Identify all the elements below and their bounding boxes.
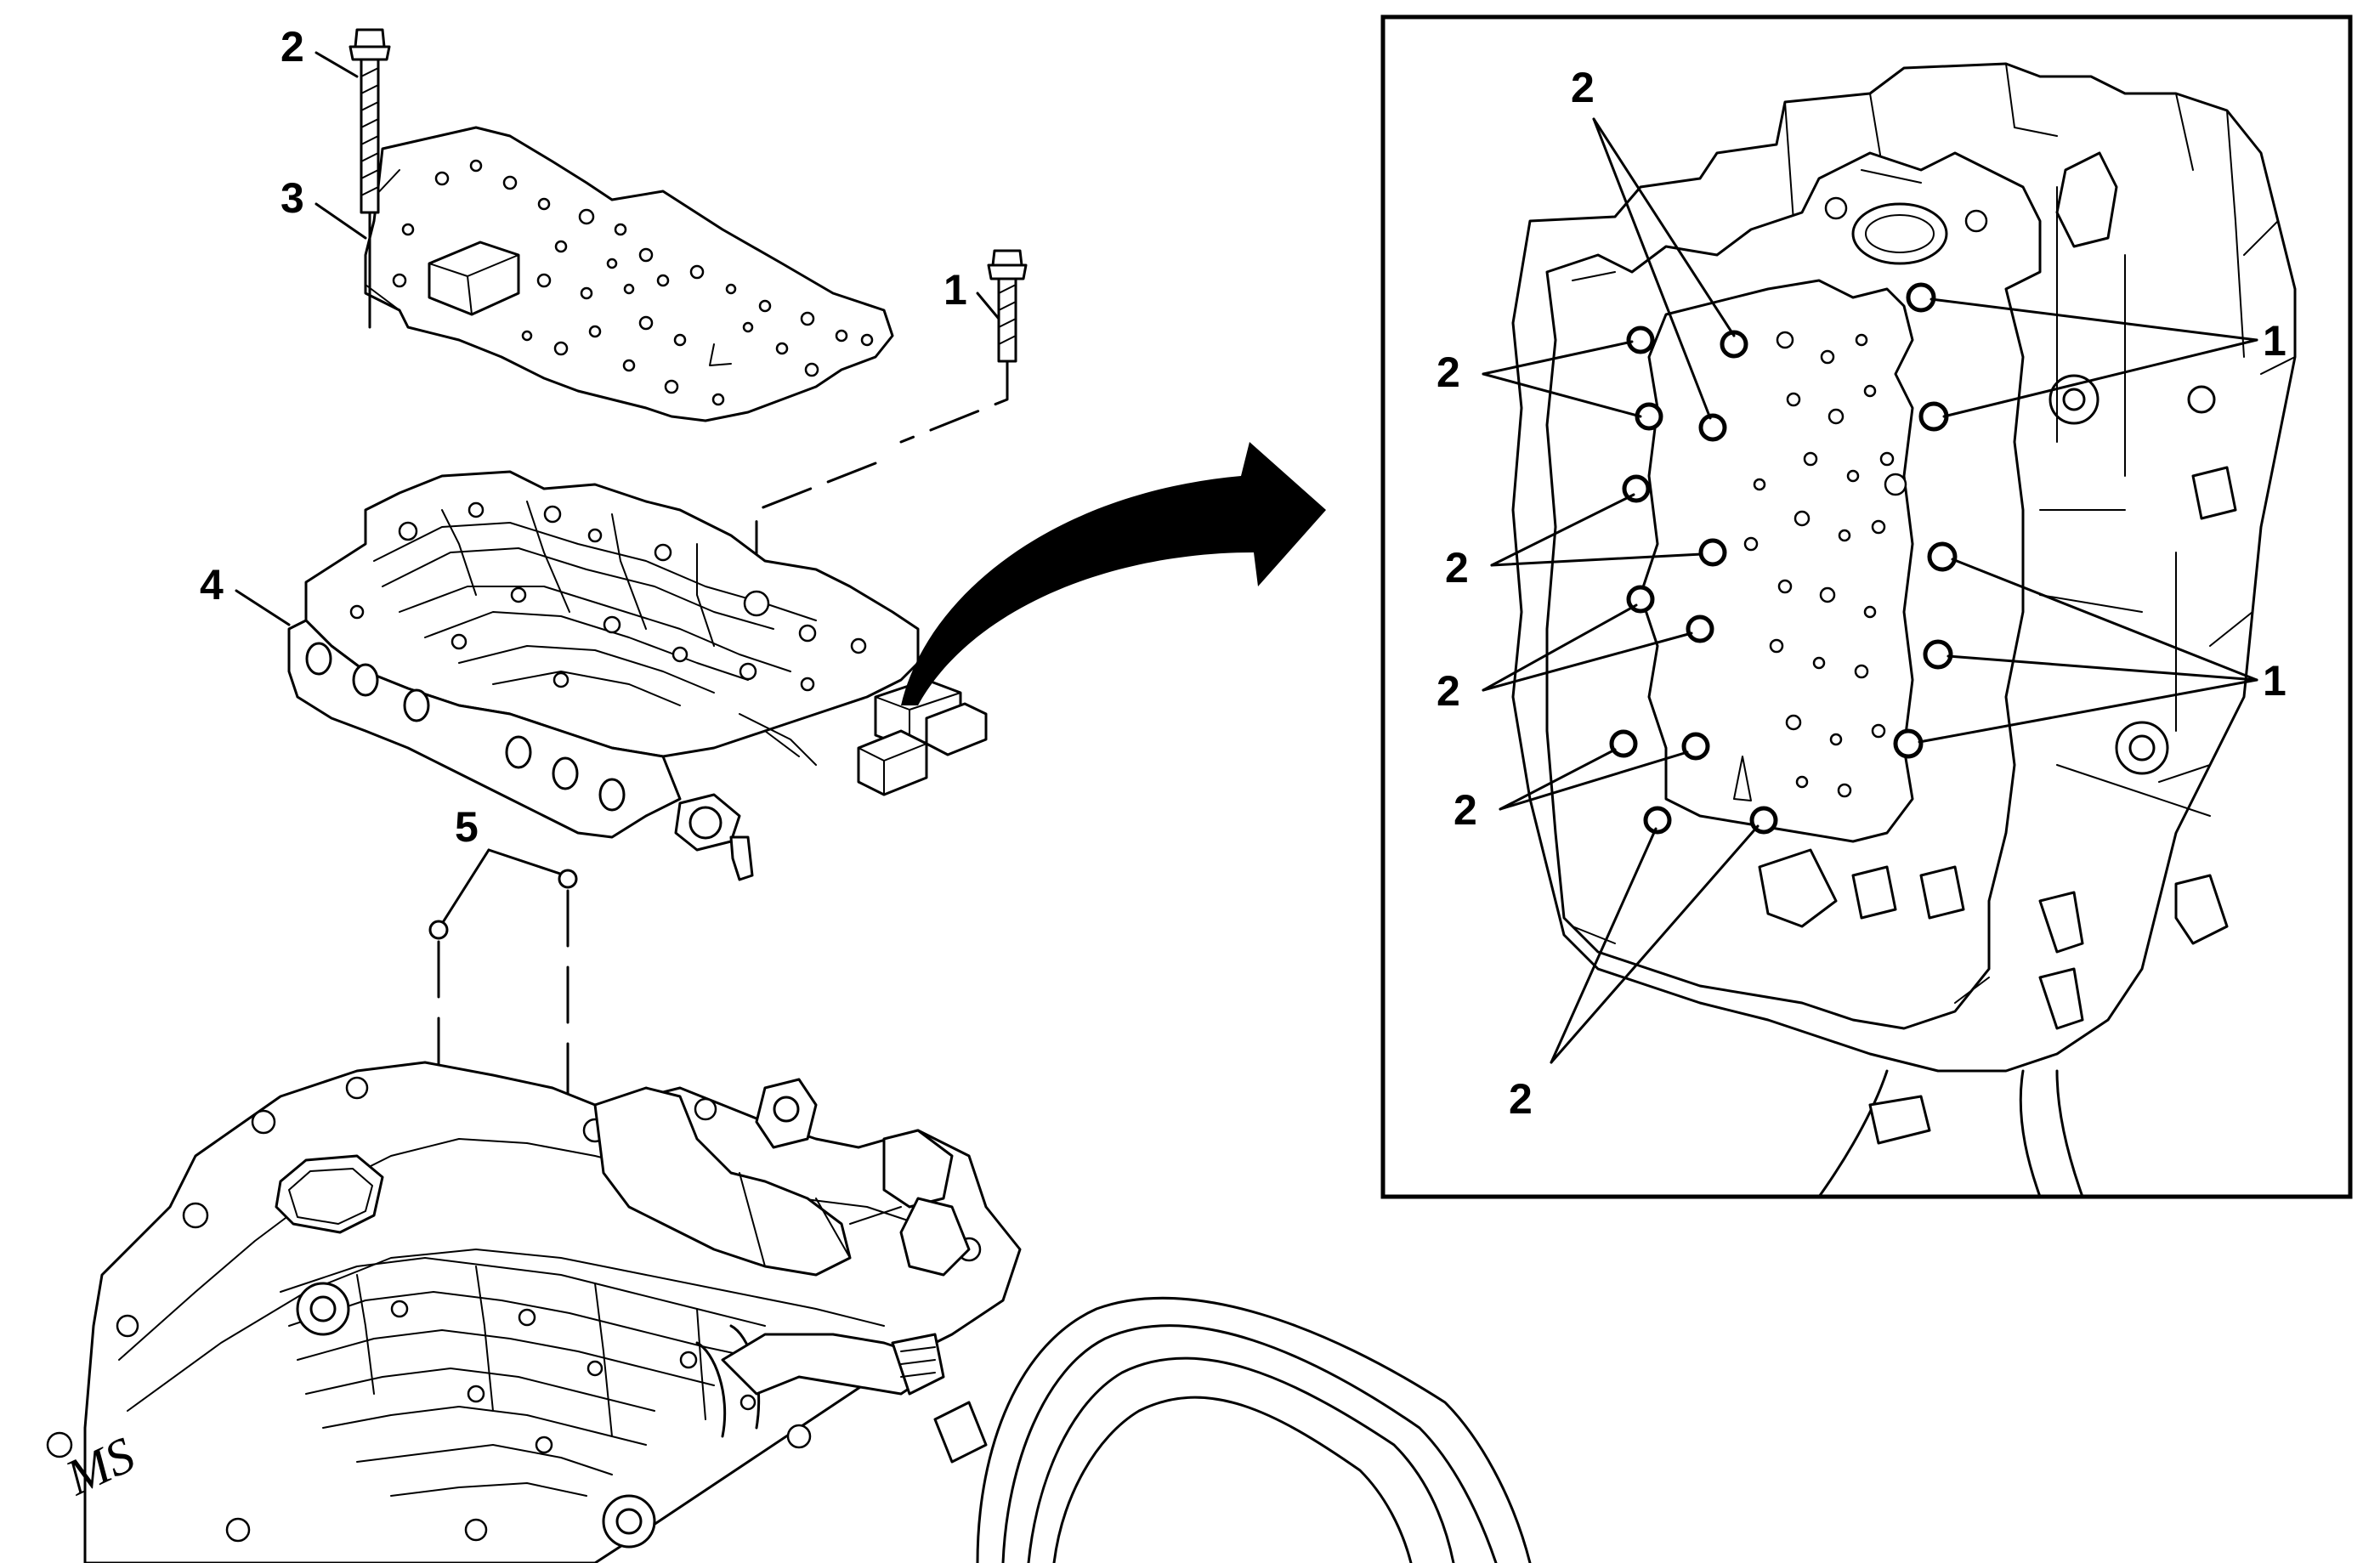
inset-right-housing-detail	[1758, 151, 2237, 1198]
case-window	[275, 1154, 384, 1234]
transmission-case: MS	[46, 1061, 1532, 1563]
cooler-pipes	[933, 1296, 1532, 1563]
case-channels	[280, 1257, 766, 1549]
valve-body-assembly	[287, 470, 988, 881]
inset-callout-2-b: 2	[1445, 544, 1469, 592]
inset-leaders	[1482, 117, 2258, 1064]
valve-body-connectors	[674, 678, 988, 881]
inset-bolts-2	[1609, 326, 1778, 835]
callout-1: 1	[944, 266, 967, 314]
callout-3: 3	[280, 174, 304, 222]
spacer-plate-filter-box	[428, 241, 520, 316]
case-upper-housing	[593, 1078, 971, 1277]
spacer-plate	[364, 126, 894, 422]
callout-4: 4	[200, 561, 224, 609]
inset-view: 2 2 2 2 2 2 1 1	[1380, 14, 2353, 1199]
callout-5: 5	[455, 803, 479, 851]
bolt-2-valve-body	[348, 28, 391, 329]
inset-callout-2-bottom: 2	[1509, 1075, 1533, 1123]
inset-callout-2-top: 2	[1571, 64, 1595, 111]
spacer-plate-group	[348, 28, 894, 422]
valve-body-side	[287, 619, 682, 839]
callout-2-top: 2	[280, 23, 304, 71]
inset-plate-holes	[1743, 331, 1907, 798]
bolt-1-valve-body	[755, 249, 1028, 614]
inset-callout-2-d: 2	[1454, 786, 1477, 834]
wiring-harness	[695, 1324, 945, 1438]
inset-callout-1-bottom: 1	[2263, 657, 2286, 705]
inset-callout-1-top: 1	[2263, 317, 2286, 365]
zoom-arrow	[901, 442, 1326, 705]
inset-spacer-plate	[1639, 279, 1914, 843]
inset-bolts-1	[1893, 282, 1958, 759]
valve-body-bores	[305, 642, 626, 812]
inset-callout-2-c: 2	[1436, 667, 1460, 715]
inset-oval-port	[1851, 202, 1948, 265]
spacer-plate-holes	[392, 159, 874, 406]
valve-body-channels	[349, 501, 867, 706]
inset-callout-2-a: 2	[1436, 348, 1460, 396]
